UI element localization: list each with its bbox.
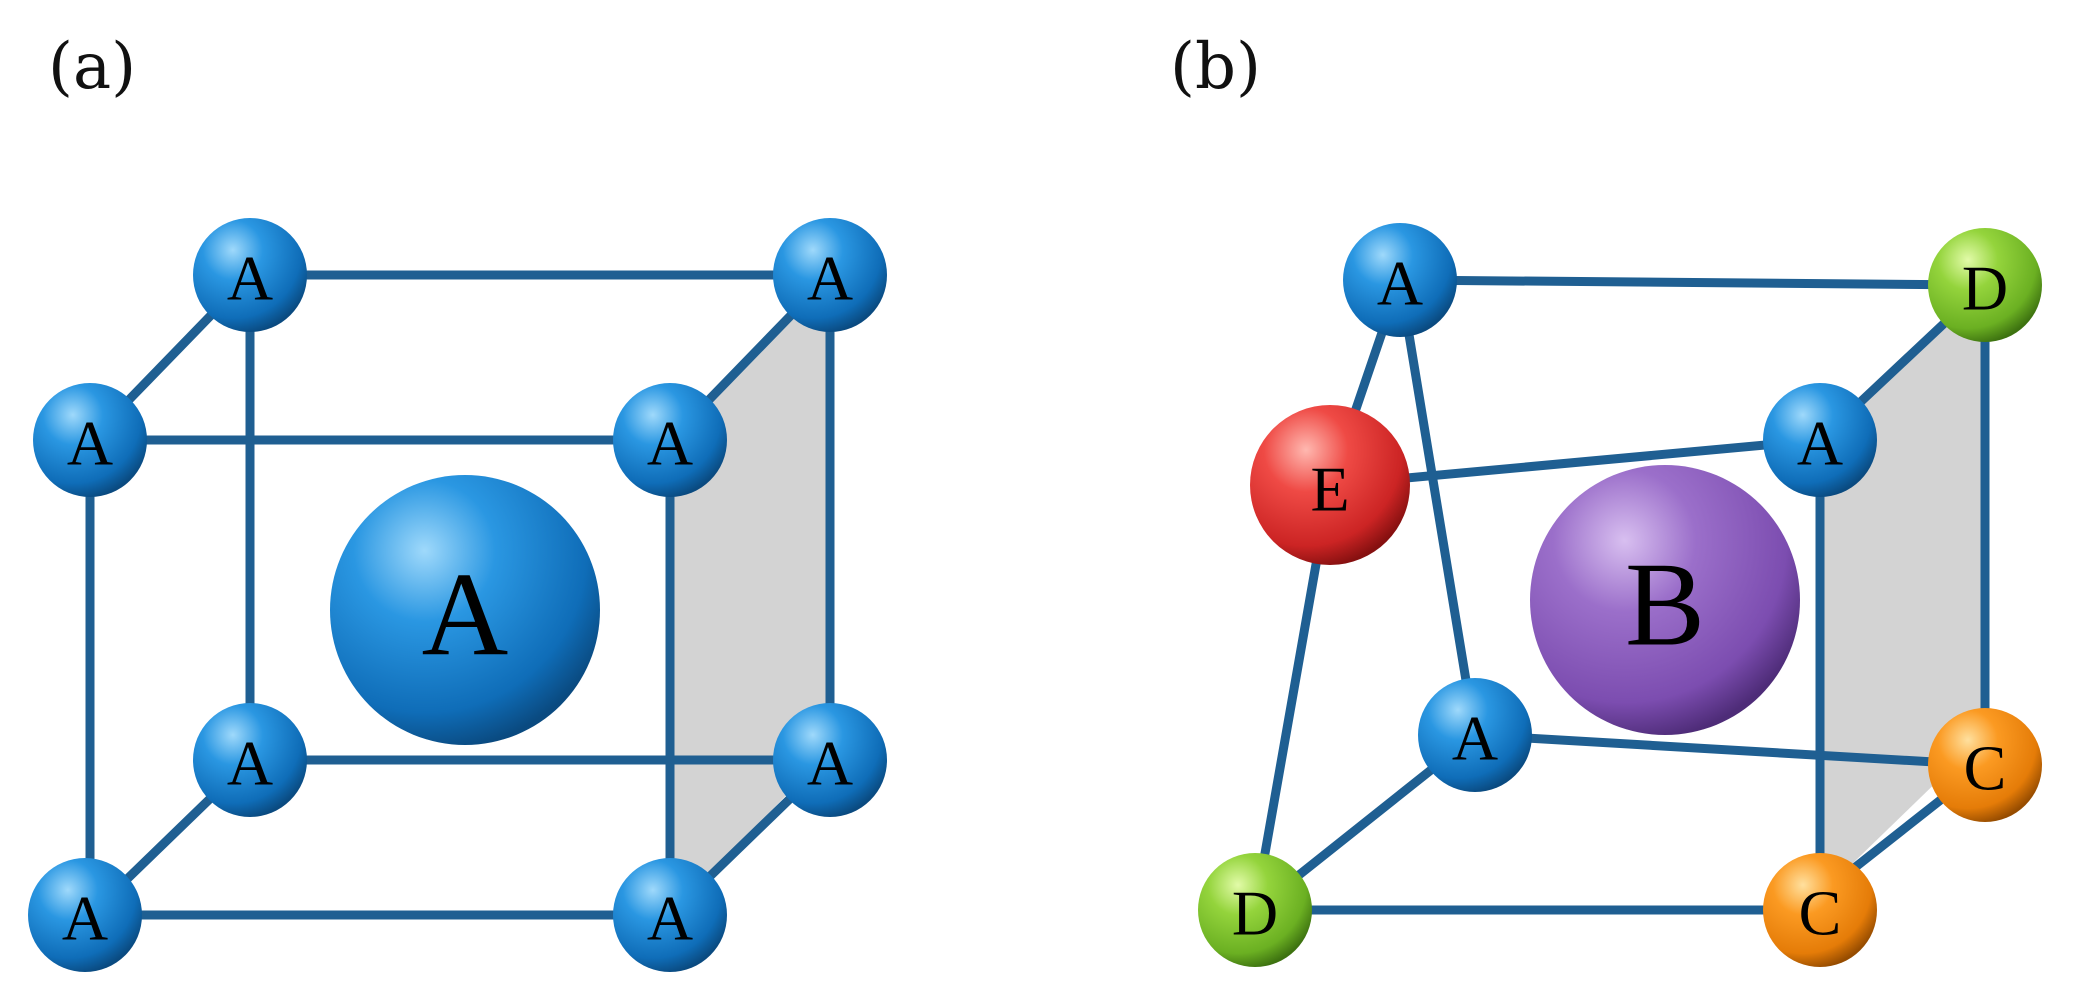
svg-text:A: A [647,883,693,954]
svg-text:D: D [1232,878,1278,949]
svg-text:A: A [227,728,273,799]
atom-a-center: A [330,475,600,745]
svg-text:C: C [1964,733,2007,804]
svg-text:C: C [1799,878,1842,949]
panel-label-a: (a) [48,30,136,104]
svg-text:A: A [67,408,113,479]
atom-a-top-front-left: A [33,383,147,497]
bond [1395,275,1990,290]
svg-text:A: A [807,243,853,314]
atom-b-bottom-front-right: C [1763,853,1877,967]
bond [1395,275,1480,740]
atom-a-top-front-right: A [613,383,727,497]
atom-b-bottom-back-right: C [1928,708,2042,822]
svg-text:A: A [1452,703,1498,774]
panel-label-b: (b) [1170,30,1261,104]
atom-a-bottom-front-left: A [28,858,142,972]
svg-text:A: A [647,408,693,479]
shaded-face-a [670,275,830,915]
svg-text:A: A [1797,408,1843,479]
atom-a-bottom-back-right: A [773,703,887,817]
atom-b-top-front-left: E [1250,405,1410,565]
atom-a-top-back-left: A [193,218,307,332]
atom-b-center: B [1530,465,1800,735]
bond [1470,730,1990,770]
svg-text:A: A [227,243,273,314]
svg-text:D: D [1962,253,2008,324]
svg-text:B: B [1625,538,1705,671]
atom-a-bottom-back-left: A [193,703,307,817]
atom-a-top-back-right: A [773,218,887,332]
svg-text:A: A [1377,248,1423,319]
atom-b-bottom-back-left: A [1418,678,1532,792]
panel-b: (b) B A D E [1170,30,2042,967]
atom-b-bottom-front-left: D [1198,853,1312,967]
atom-a-bottom-front-right: A [613,858,727,972]
atom-b-top-back-right: D [1928,228,2042,342]
svg-text:A: A [62,883,108,954]
svg-text:E: E [1310,454,1349,525]
atom-b-top-front-right: A [1763,383,1877,497]
atom-b-top-back-left: A [1343,223,1457,337]
svg-text:A: A [807,728,853,799]
panel-a: (a) A A A A [28,30,887,972]
bond [1325,435,1825,490]
svg-text:A: A [422,548,509,681]
